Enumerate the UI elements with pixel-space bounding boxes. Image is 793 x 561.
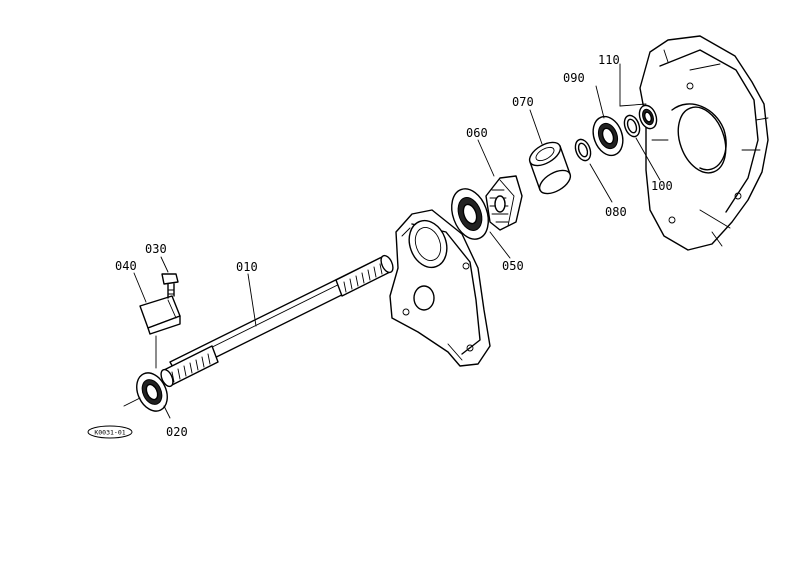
label-040: 040 [115, 259, 137, 273]
diagram-id-tag: K0031-01 [87, 425, 133, 439]
label-070: 070 [512, 95, 534, 109]
label-110: 110 [598, 53, 620, 67]
shaft [160, 254, 394, 388]
bevel-gear [485, 175, 523, 231]
label-060: 060 [466, 126, 488, 140]
stopper-bracket [139, 295, 181, 369]
collar [528, 141, 572, 195]
label-010: 010 [236, 260, 258, 274]
leader-lines [133, 63, 661, 419]
label-020: 020 [166, 425, 188, 439]
oil-seal [638, 104, 658, 130]
label-080: 080 [605, 205, 627, 219]
label-050: 050 [502, 259, 524, 273]
label-030: 030 [145, 242, 167, 256]
label-100: 100 [651, 179, 673, 193]
bolt [161, 273, 179, 299]
mounting-plate [389, 209, 491, 367]
retaining-ring [623, 114, 641, 138]
bearing-left [123, 372, 168, 412]
snap-ring [574, 138, 592, 162]
bearing-center [451, 188, 489, 240]
part-labels: 010 020 030 040 050 060 070 080 090 100 … [115, 53, 673, 439]
label-090: 090 [563, 71, 585, 85]
gear-case-housing [639, 35, 769, 251]
diagram-id: K0031-01 [94, 429, 125, 437]
bearing-right [592, 115, 624, 157]
